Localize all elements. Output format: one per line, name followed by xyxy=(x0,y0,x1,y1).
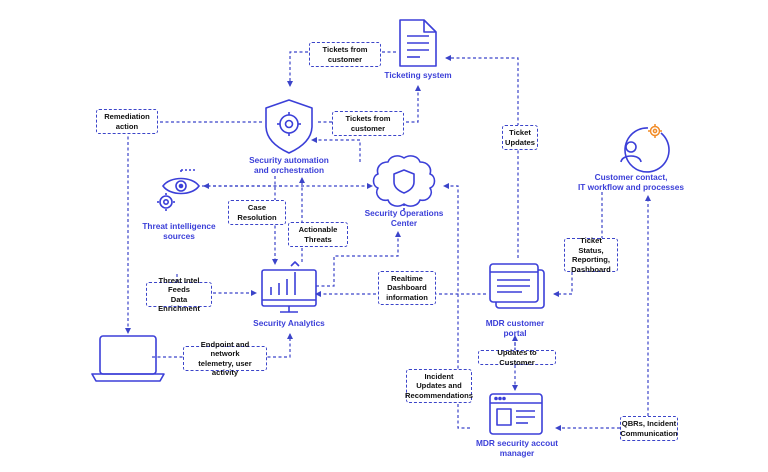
connector-portal-to-ticketing xyxy=(445,55,519,258)
connectors xyxy=(125,51,651,431)
gear-icon xyxy=(648,124,662,138)
security-automation-title: Security automation and orchestration xyxy=(249,155,329,175)
mdr-customer-portal-title: MDR customer portal xyxy=(485,318,545,338)
label-incident-updates: Incident Updates and Recommendations xyxy=(405,369,473,403)
label-actionable-threats: Actionable Threats xyxy=(288,222,348,247)
document-icon xyxy=(399,19,437,67)
label-tickets-from-customer-mid: Tickets from customer xyxy=(332,111,404,136)
label-threat-intel-feeds: Threat Intel Feeds Data Enrichment xyxy=(146,276,212,313)
label-realtime-dashboard: Realtime Dashboard information xyxy=(378,271,436,305)
label-ticket-status: Ticket Status, Reporting, Dashboard xyxy=(564,236,618,274)
label-ticket-updates: Ticket Updates xyxy=(502,125,538,150)
label-case-resolution: Case Resolution xyxy=(228,200,286,225)
customer-contact-title: Customer contact, IT workflow and proces… xyxy=(577,172,685,192)
browser-window-icon xyxy=(489,393,543,435)
portal-window-icon xyxy=(489,263,545,309)
brain-shield-icon xyxy=(372,155,436,212)
connector-manager-to-soc xyxy=(443,183,470,429)
label-remediation-action: Remediation action xyxy=(96,109,158,134)
mdr-account-manager-title: MDR security accout manager xyxy=(475,438,559,458)
security-analytics-title: Security Analytics xyxy=(253,318,325,328)
analytics-monitor-icon xyxy=(261,261,317,313)
connector-soc-to-automation xyxy=(311,137,361,162)
label-endpoint-telemetry: Endpoint and network telemetry, user act… xyxy=(183,340,267,377)
threat-intelligence-title: Threat intelligence sources xyxy=(142,221,216,241)
soc-title: Security Operations Center xyxy=(364,208,444,228)
connector-customer-to-portal xyxy=(553,192,603,297)
label-qbrs: QBRs, Incident Communication xyxy=(620,416,678,441)
ticketing-system-title: Ticketing system xyxy=(384,70,452,80)
label-updates-to-customer: Updates to Customer xyxy=(478,348,556,367)
laptop-icon xyxy=(91,335,165,382)
shield-gear-icon xyxy=(265,99,313,154)
label-tickets-from-customer-top: Tickets from customer xyxy=(309,42,381,67)
customer-person-icon xyxy=(620,127,670,173)
connector-analytics-to-soc xyxy=(316,231,401,287)
eye-gear-icon xyxy=(157,169,200,211)
